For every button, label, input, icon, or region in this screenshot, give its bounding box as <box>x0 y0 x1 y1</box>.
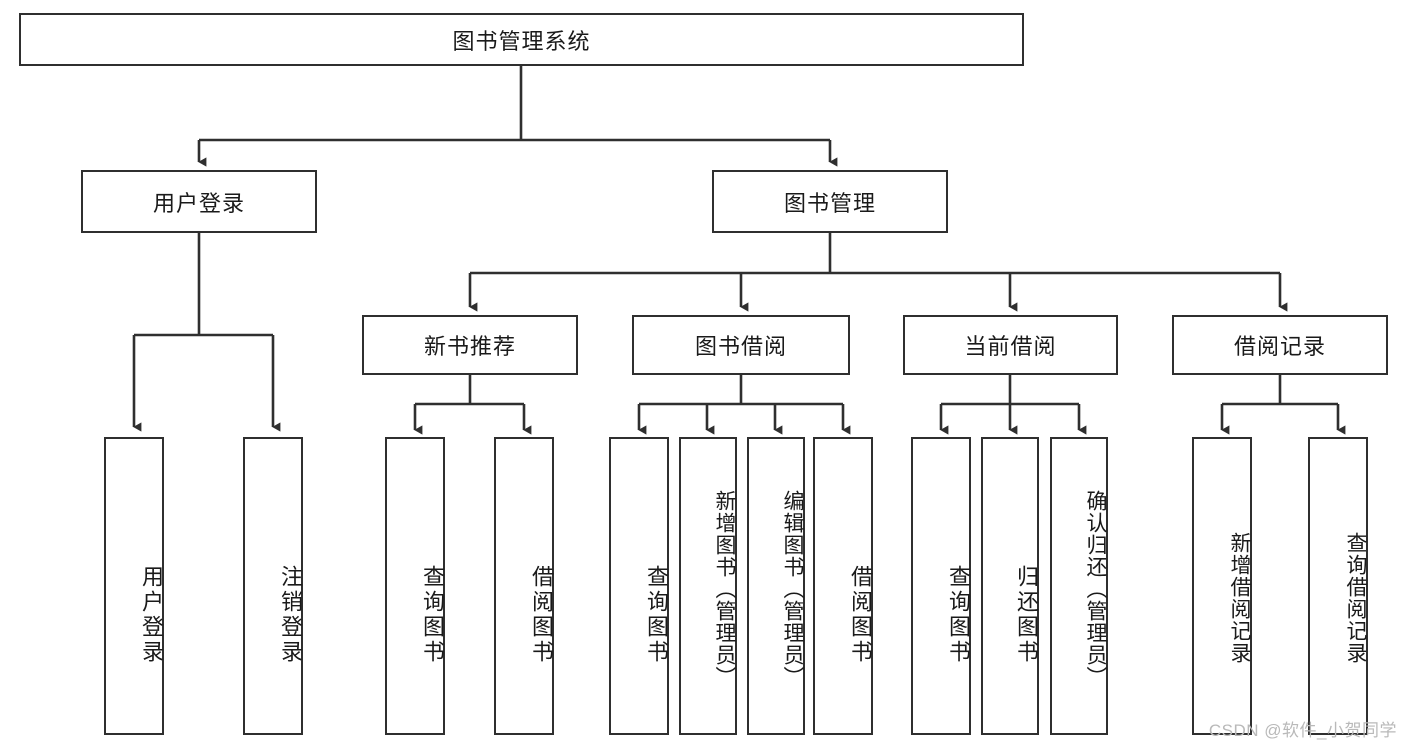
node-label: 用户登录 <box>139 565 164 665</box>
node-label: 查询图书 <box>644 565 669 665</box>
node-leaf-query-book-2[interactable]: 查询图书 <box>609 437 669 735</box>
node-leaf-return-book[interactable]: 归还图书 <box>981 437 1039 735</box>
node-book-management-system[interactable]: 图书管理系统 <box>19 13 1024 66</box>
node-label: 新增借阅记录 <box>1228 532 1251 664</box>
node-leaf-add-record[interactable]: 新增借阅记录 <box>1192 437 1252 735</box>
node-label: 确认归还（管理员） <box>1084 490 1107 688</box>
node-book-borrow[interactable]: 图书借阅 <box>632 315 850 375</box>
node-leaf-borrow-book-2[interactable]: 借阅图书 <box>813 437 873 735</box>
node-label: 图书借阅 <box>694 334 787 359</box>
node-leaf-borrow-book-1[interactable]: 借阅图书 <box>494 437 554 735</box>
node-label: 借阅图书 <box>529 565 554 665</box>
node-book-management[interactable]: 图书管理 <box>712 170 948 233</box>
node-current-borrow[interactable]: 当前借阅 <box>903 315 1118 375</box>
node-leaf-add-book[interactable]: 新增图书（管理员） <box>679 437 737 735</box>
node-label: 新增图书（管理员） <box>713 490 736 688</box>
node-borrow-record[interactable]: 借阅记录 <box>1172 315 1388 375</box>
node-label: 查询图书 <box>420 565 445 665</box>
node-leaf-query-book-3[interactable]: 查询图书 <box>911 437 971 735</box>
node-new-book-recommend[interactable]: 新书推荐 <box>362 315 578 375</box>
node-leaf-confirm-return[interactable]: 确认归还（管理员） <box>1050 437 1108 735</box>
node-label: 归还图书 <box>1014 565 1039 665</box>
node-leaf-edit-book[interactable]: 编辑图书（管理员） <box>747 437 805 735</box>
node-label: 查询借阅记录 <box>1344 532 1367 664</box>
node-label: 当前借阅 <box>964 334 1057 359</box>
node-leaf-query-record[interactable]: 查询借阅记录 <box>1308 437 1368 735</box>
node-label: 查询图书 <box>946 565 971 665</box>
node-user-login[interactable]: 用户登录 <box>81 170 317 233</box>
node-label: 图书管理系统 <box>452 28 591 54</box>
node-label: 借阅记录 <box>1233 334 1326 359</box>
node-label: 借阅图书 <box>848 565 873 665</box>
node-leaf-query-book-1[interactable]: 查询图书 <box>385 437 445 735</box>
node-label: 注销登录 <box>278 565 303 665</box>
node-label: 用户登录 <box>152 190 245 216</box>
node-leaf-logout-login[interactable]: 注销登录 <box>243 437 303 735</box>
csdn-watermark: CSDN @软件_小贺同学 <box>1208 721 1397 740</box>
node-label: 图书管理 <box>783 190 876 216</box>
node-label: 新书推荐 <box>423 334 516 359</box>
node-label: 编辑图书（管理员） <box>781 490 804 688</box>
node-leaf-user-login[interactable]: 用户登录 <box>104 437 164 735</box>
